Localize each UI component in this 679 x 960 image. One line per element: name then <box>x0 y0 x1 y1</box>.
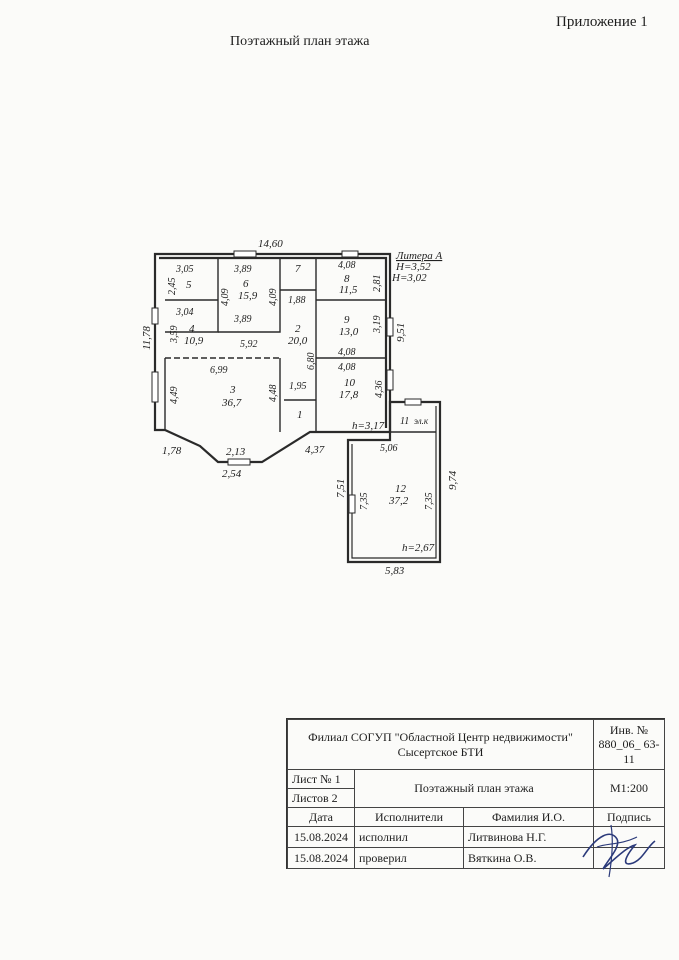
dim-1-width: 1,95 <box>289 381 307 392</box>
dim-3-width: 6,99 <box>210 365 228 376</box>
annex-height-1: h=3,17 <box>352 420 385 432</box>
dim-bay-left: 1,78 <box>162 445 182 457</box>
stamp-header-executors: Исполнители <box>354 807 464 827</box>
room-4-area: 10,9 <box>184 335 204 347</box>
stamp-row2-date: 15.08.2024 <box>287 847 355 869</box>
dim-5-depth: 2,45 <box>167 278 178 296</box>
dim-9-depth: 3,19 <box>372 316 383 335</box>
windows <box>151 250 422 514</box>
room-1-number: 1 <box>297 409 303 421</box>
dim-4-depth: 3,59 <box>169 326 180 345</box>
dim-9-width: 4,08 <box>338 347 356 358</box>
stamp-scale: М1:200 <box>593 769 665 808</box>
dim-6-depth-right: 4,09 <box>268 289 279 307</box>
stamp-doc-name: Поэтажный план этажа <box>354 769 594 808</box>
dim-4-width: 3,04 <box>175 307 194 318</box>
dim-top: 14,60 <box>258 238 283 250</box>
dim-10-depth: 4,36 <box>374 381 385 399</box>
dim-8-width: 4,08 <box>338 260 356 271</box>
dim-bay-inner: 2,13 <box>226 446 246 458</box>
room-8-area: 11,5 <box>339 284 358 296</box>
dim-hall-width: 3,89 <box>233 314 252 325</box>
dim-12-depth-right: 7,35 <box>424 493 435 511</box>
page-title: Поэтажный план этажа <box>230 34 370 49</box>
annex-height-2: h=2,67 <box>402 542 435 554</box>
height-2: H=3,02 <box>391 272 427 284</box>
room-10-area: 17,8 <box>339 389 359 401</box>
room-7-number: 7 <box>295 263 301 275</box>
floor-plan: 14,60 11,78 9,51 9,74 7,51 1,78 2,54 2,1… <box>141 238 459 577</box>
title-block: Филиал СОГУП "Областной Центр недвижимос… <box>286 718 665 878</box>
room-6-area: 15,9 <box>238 290 258 302</box>
stamp-row1-date: 15.08.2024 <box>287 826 355 848</box>
stamp-header-date: Дата <box>287 807 355 827</box>
dim-hall-length: 5,92 <box>240 339 258 350</box>
dim-8-depth: 2,81 <box>372 275 383 293</box>
stamp-row2-role: проверил <box>354 847 464 869</box>
room-dimensions: 3,05 2,45 3,89 4,09 4,09 4,08 2,81 1,88 … <box>167 260 435 510</box>
dim-2-depth: 6,80 <box>306 353 317 371</box>
stamp-inv: Инв. № 880_06_ 63-11 <box>593 719 665 770</box>
room-11-label: эл.к <box>414 416 429 426</box>
dim-bay-outer: 2,54 <box>222 468 242 480</box>
stamp-row2-name: Вяткина О.В. <box>463 847 594 869</box>
dim-10-width: 4,08 <box>338 362 356 373</box>
room-9-number: 9 <box>344 314 350 326</box>
dim-6-width: 3,89 <box>233 264 252 275</box>
room-3-area: 36,7 <box>221 397 242 409</box>
dim-3-depth-left: 4,49 <box>169 387 180 405</box>
dim-left: 11,78 <box>141 326 153 350</box>
room-5-number: 5 <box>186 279 192 291</box>
stamp-header-name: Фамилия И.О. <box>463 807 594 827</box>
dim-annex-left: 7,51 <box>335 479 347 498</box>
height-1: H=3,52 <box>395 261 431 273</box>
room-12-area: 37,2 <box>388 495 409 507</box>
stamp-row1-role: исполнил <box>354 826 464 848</box>
stamp-org: Филиал СОГУП "Областной Центр недвижимос… <box>287 719 594 770</box>
room-10-number: 10 <box>344 377 356 389</box>
stamp-sheets: Листов 2 <box>287 788 355 808</box>
dim-right: 9,51 <box>395 323 407 342</box>
room-12-number: 12 <box>395 483 407 495</box>
dim-12-width: 5,06 <box>380 443 398 454</box>
appendix-label: Приложение 1 <box>556 14 648 30</box>
room-11-number: 11 <box>400 416 409 427</box>
dim-3-depth-right: 4,48 <box>268 385 279 403</box>
room-4-number: 4 <box>189 323 195 335</box>
room-6-number: 6 <box>243 278 249 290</box>
litera-label: Литера А <box>395 250 443 262</box>
dim-annex-right: 9,74 <box>447 470 459 490</box>
dim-5-width: 3,05 <box>175 264 194 275</box>
dim-annex-bottom: 5,83 <box>385 565 405 577</box>
room-9-area: 13,0 <box>339 326 359 338</box>
room-2-number: 2 <box>295 323 301 335</box>
dim-6-depth-left: 4,09 <box>220 289 231 307</box>
room-labels: 1 2 20,0 3 36,7 4 10,9 5 6 15,9 7 8 11,5… <box>184 263 429 507</box>
room-2-area: 20,0 <box>288 335 308 347</box>
stamp-sheet: Лист № 1 <box>287 769 355 789</box>
dim-12-depth-left: 7,35 <box>359 493 370 511</box>
dim-bottom-right: 4,37 <box>305 444 325 456</box>
dim-7-width: 1,88 <box>288 295 306 306</box>
signature-graphic <box>582 824 656 878</box>
room-8-number: 8 <box>344 273 350 285</box>
stamp-row1-name: Литвинова Н.Г. <box>463 826 594 848</box>
room-3-number: 3 <box>229 384 236 396</box>
